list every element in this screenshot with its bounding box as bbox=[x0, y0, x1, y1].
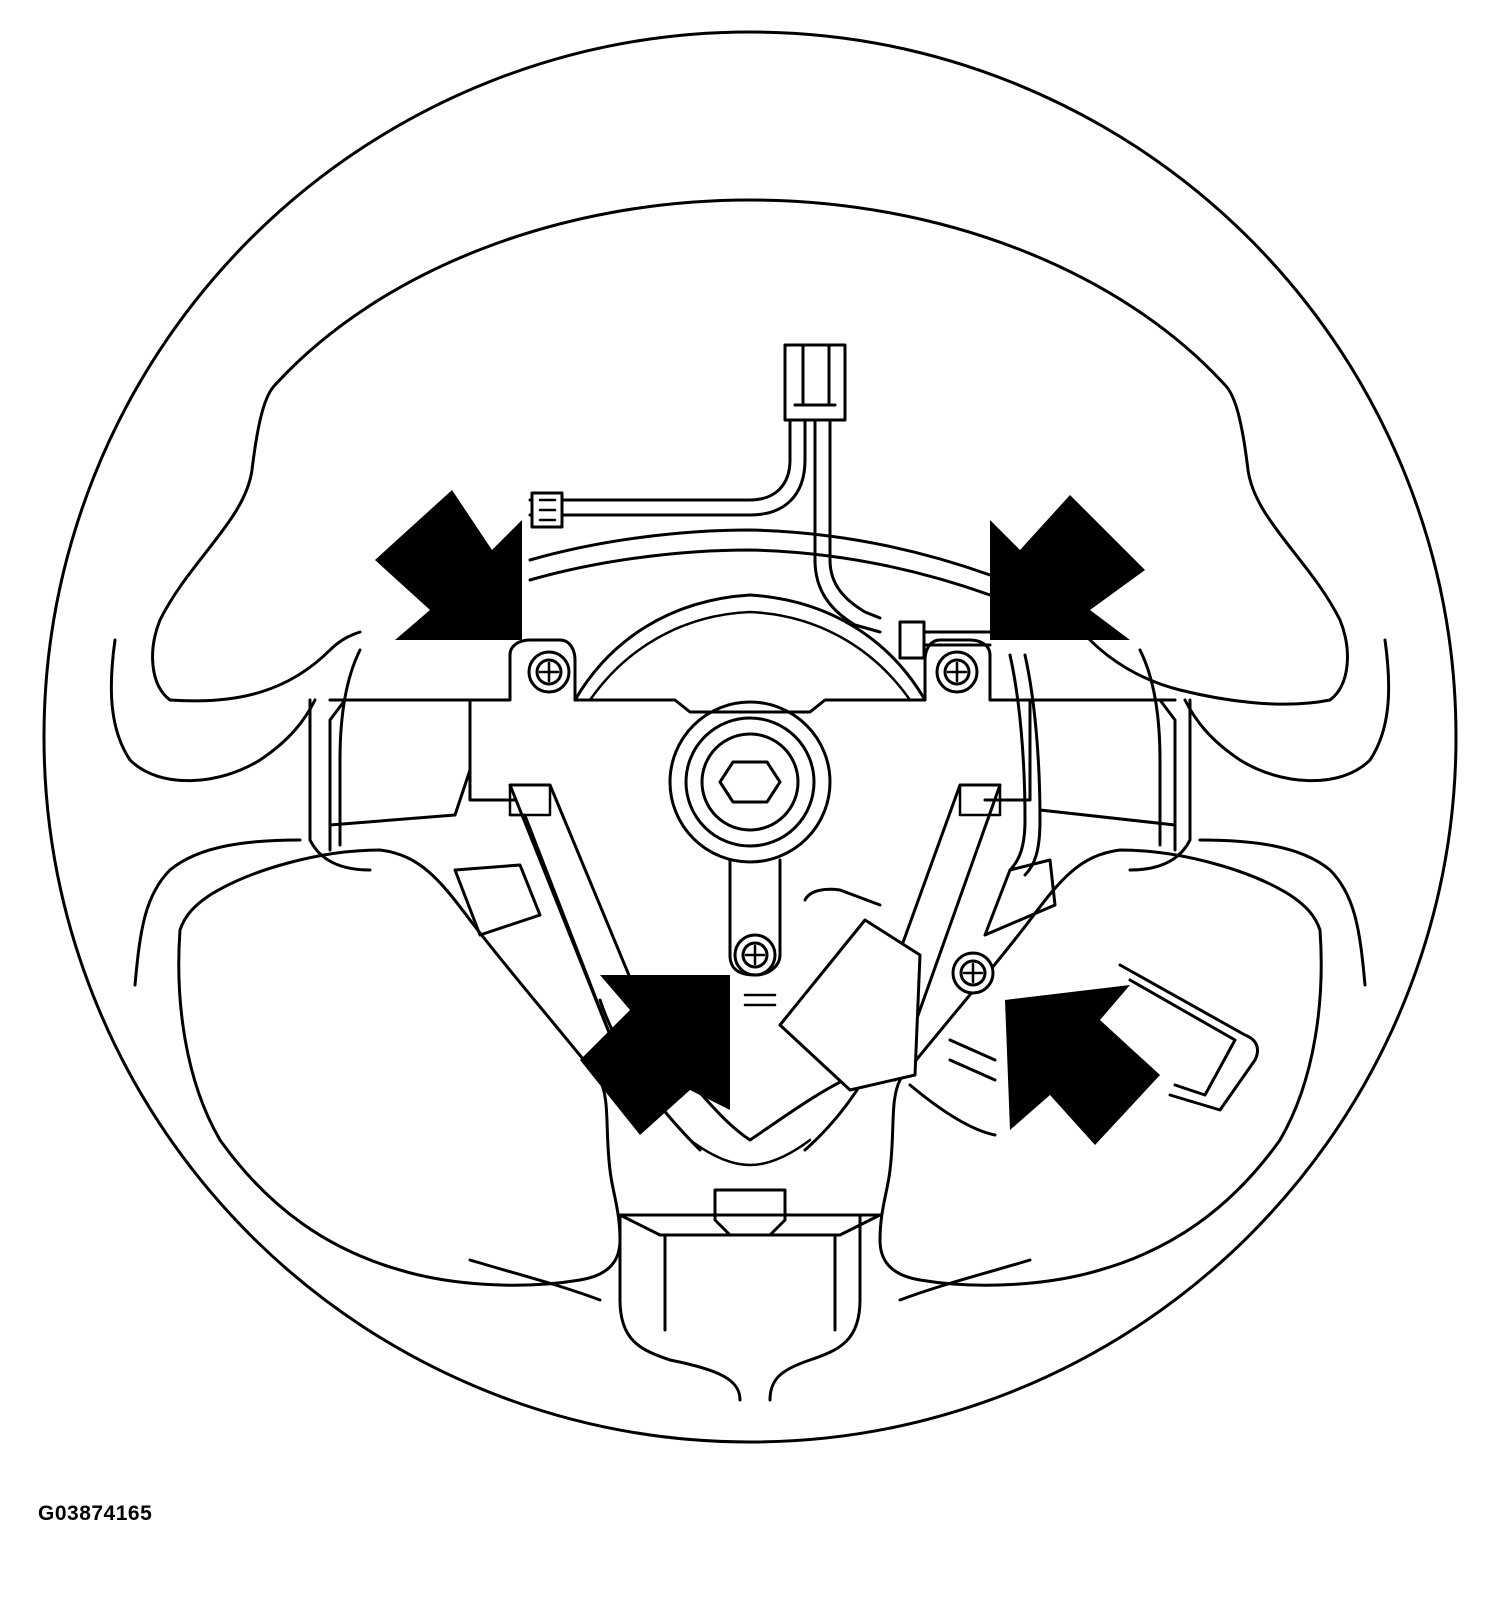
left-lower-pad bbox=[177, 848, 622, 1287]
hub-dome-inner bbox=[588, 610, 912, 702]
screw-upper-right bbox=[935, 650, 979, 694]
right-lower-lead bbox=[908, 1038, 997, 1137]
left-spoke-edge bbox=[308, 698, 372, 872]
right-spoke-edge bbox=[1128, 698, 1192, 872]
left-spoke-lower-outer bbox=[133, 838, 302, 987]
left-spoke-outer bbox=[109, 638, 317, 783]
right-connector bbox=[898, 620, 926, 660]
v-spoke-converge-2 bbox=[688, 1138, 812, 1167]
hub-boss-outer bbox=[668, 700, 832, 864]
top-connector-inner bbox=[801, 343, 831, 407]
bottom-clip bbox=[713, 1188, 787, 1237]
right-lower-bracket-inner bbox=[1128, 978, 1237, 1097]
hub-frame-mid bbox=[468, 698, 1032, 802]
harness-arc bbox=[528, 528, 992, 577]
right-trim-upper bbox=[1028, 698, 1177, 827]
lower-spoke-left bbox=[618, 1213, 742, 1402]
harness-drop-2 bbox=[828, 418, 882, 620]
right-lower-pad bbox=[878, 848, 1323, 1287]
right-spoke-edge-2 bbox=[1138, 648, 1162, 847]
lower-spoke-right bbox=[768, 1213, 862, 1402]
left-v-spoke-cap bbox=[508, 783, 552, 817]
left-connector bbox=[530, 491, 564, 529]
center-module-edge bbox=[803, 887, 882, 907]
harness-right-down bbox=[1023, 653, 1042, 877]
lower-right-arrow-icon bbox=[1005, 985, 1160, 1145]
hub-frame-right bbox=[1158, 698, 1177, 852]
harness-right-lead bbox=[918, 630, 992, 647]
harness-drop bbox=[813, 418, 882, 634]
right-v-spoke-cap bbox=[958, 783, 1002, 817]
harness-right-down-2 bbox=[1008, 653, 1027, 872]
figure-id-label: G03874165 bbox=[38, 1502, 153, 1525]
left-trim-upper bbox=[328, 698, 472, 827]
hub-frame-top bbox=[343, 638, 1162, 714]
right-spoke-outer bbox=[1183, 638, 1391, 783]
center-module bbox=[778, 918, 922, 1092]
upper-right-arrow-icon bbox=[990, 495, 1145, 640]
hub-boss-ring bbox=[684, 716, 816, 848]
right-trim-lower bbox=[983, 858, 1057, 937]
screw-lower-right bbox=[951, 951, 995, 995]
screw-upper-left bbox=[527, 650, 571, 694]
steering-wheel-rim bbox=[42, 30, 1458, 1444]
hub-nut-icon bbox=[718, 760, 782, 804]
upper-left-arrow-icon bbox=[375, 490, 522, 640]
lower-left-arrow-icon bbox=[580, 975, 730, 1135]
upper-pad-left-join bbox=[168, 630, 362, 703]
center-module-mark bbox=[743, 993, 777, 1007]
lower-spoke-lip-left bbox=[468, 1258, 602, 1302]
hub-boss-inner bbox=[700, 732, 800, 832]
bottom-brace bbox=[618, 1213, 882, 1237]
harness-main-2 bbox=[528, 418, 807, 517]
upper-pad-outline bbox=[151, 198, 1349, 706]
left-spoke-edge-2 bbox=[338, 648, 362, 847]
right-lower-bracket bbox=[1118, 963, 1259, 1112]
right-spoke-lower-outer bbox=[1198, 838, 1367, 987]
left-trim-lower bbox=[453, 863, 542, 937]
left-connector-pins bbox=[538, 498, 557, 522]
lower-spoke-lip-right bbox=[898, 1258, 1032, 1302]
harness-arc-2 bbox=[528, 548, 992, 597]
harness-main bbox=[528, 418, 792, 502]
hub-frame-left bbox=[328, 698, 347, 852]
screw-center bbox=[733, 933, 777, 977]
hub-dome bbox=[573, 593, 927, 702]
